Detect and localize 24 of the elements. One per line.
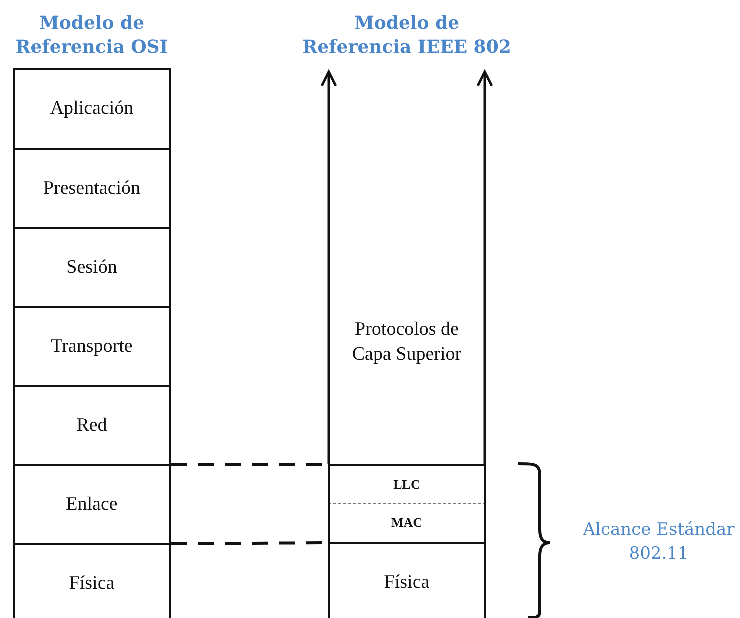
layer-box [13,227,171,308]
layer-label: Física [69,573,115,595]
layer-box [328,543,486,618]
layer-label: Física [384,572,430,594]
layer-box [13,148,171,229]
column-heading: Modelo de Referencia OSI [14,12,170,60]
layer-box [13,68,171,150]
layer-box [13,464,171,545]
layer-label: Enlace [66,494,118,516]
sublayer-box [328,464,486,504]
layer-label: Transporte [51,336,133,358]
layer-box [13,543,171,618]
column-heading: Modelo de Referencia IEEE 802 [302,12,512,60]
layer-label: LLC [394,476,420,492]
layer-label: Sesión [66,256,118,278]
layer-label: Red [76,414,108,436]
layer-label: Protocolos de Capa Superior [352,318,462,367]
bracket-label: Alcance Estándar 802.11 [582,519,736,566]
layer-label: MAC [391,514,423,530]
layer-label: Presentación [43,178,141,200]
layer-label: Aplicación [50,98,134,120]
sublayer-box [328,503,486,544]
layer-box [13,385,171,466]
layer-box [13,306,171,387]
